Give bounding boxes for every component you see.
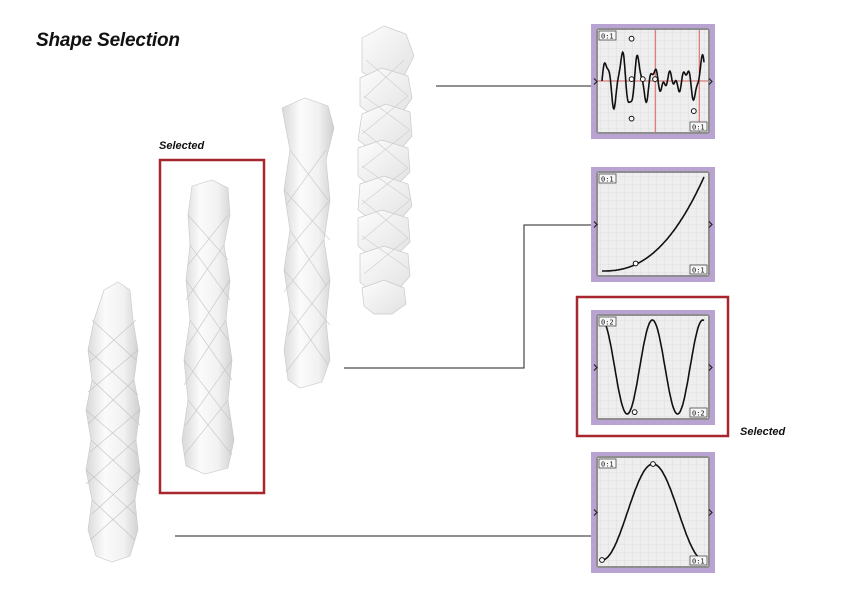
graph-tag-bottom-text: 0:1	[692, 557, 705, 565]
graph-tag-bottom: 0:1	[689, 555, 708, 566]
connector-exponential	[344, 224, 596, 369]
graph-handle[interactable]	[628, 76, 635, 83]
input-port-icon[interactable]	[593, 509, 598, 516]
graph-tag-top-text: 0:1	[601, 175, 614, 183]
selected-label-shape: Selected	[159, 140, 205, 152]
graph-tag-top-text: 0:2	[601, 318, 614, 326]
graph-panel-exponential-graph[interactable]: 0:1 0:1	[591, 167, 715, 282]
graph-curve	[601, 319, 705, 415]
graph-grid	[598, 173, 708, 275]
selected-label-graph: Selected	[740, 426, 786, 438]
shape-bulgy-column	[85, 281, 141, 563]
graph-tag-top: 0:2	[598, 316, 617, 327]
graph-tag-bottom: 0:1	[689, 121, 708, 132]
graph-panels: 0:1 0:1 0:1 0:1 0:2 0:2 0:1 0:1	[591, 24, 715, 573]
graph-tag-bottom-text: 0:1	[692, 123, 705, 131]
graph-handle[interactable]	[690, 108, 697, 114]
graph-tag-top-text: 0:1	[601, 32, 614, 40]
graph-handle[interactable]	[628, 115, 635, 122]
graph-tag-bottom-text: 0:2	[692, 409, 705, 417]
graph-tag-bottom: 0:2	[689, 407, 708, 418]
graph-handle[interactable]	[639, 76, 646, 83]
selection-box-graph	[575, 295, 730, 438]
shape-pod-stack	[357, 25, 415, 315]
graph-tag-top: 0:1	[598, 173, 617, 184]
shape-selected-column	[181, 179, 235, 475]
graph-handle[interactable]	[628, 35, 635, 42]
input-port-icon[interactable]	[593, 221, 598, 228]
input-port-icon[interactable]	[593, 78, 598, 85]
input-port-icon[interactable]	[593, 364, 598, 371]
graph-handle[interactable]	[631, 409, 638, 416]
graph-panel-bell-graph[interactable]: 0:1 0:1	[591, 452, 715, 573]
graph-curve	[602, 176, 705, 272]
page-title: Shape Selection	[36, 30, 180, 51]
graph-tag-bottom: 0:1	[689, 264, 708, 275]
graph-handle[interactable]	[632, 260, 639, 267]
output-port-icon[interactable]	[708, 221, 713, 228]
graph-curve	[601, 50, 705, 111]
output-port-icon[interactable]	[708, 509, 713, 516]
graph-tag-bottom-text: 0:1	[692, 266, 705, 274]
selection-box-shape	[158, 158, 266, 495]
graph-handle[interactable]	[650, 461, 656, 467]
output-port-icon[interactable]	[708, 78, 713, 85]
graph-panel-sine-graph[interactable]: 0:2 0:2	[591, 310, 715, 425]
output-port-icon[interactable]	[708, 364, 713, 371]
connector-lines	[175, 85, 596, 537]
graph-tag-top: 0:1	[598, 458, 617, 469]
shape-tall-column	[281, 97, 335, 389]
graph-handle[interactable]	[652, 76, 658, 83]
graph-handle[interactable]	[599, 557, 605, 563]
graph-tag-top: 0:1	[598, 30, 617, 41]
graph-grid	[598, 458, 708, 566]
graph-panel-noise-graph[interactable]: 0:1 0:1	[591, 24, 715, 139]
graph-tag-top-text: 0:1	[601, 460, 614, 468]
